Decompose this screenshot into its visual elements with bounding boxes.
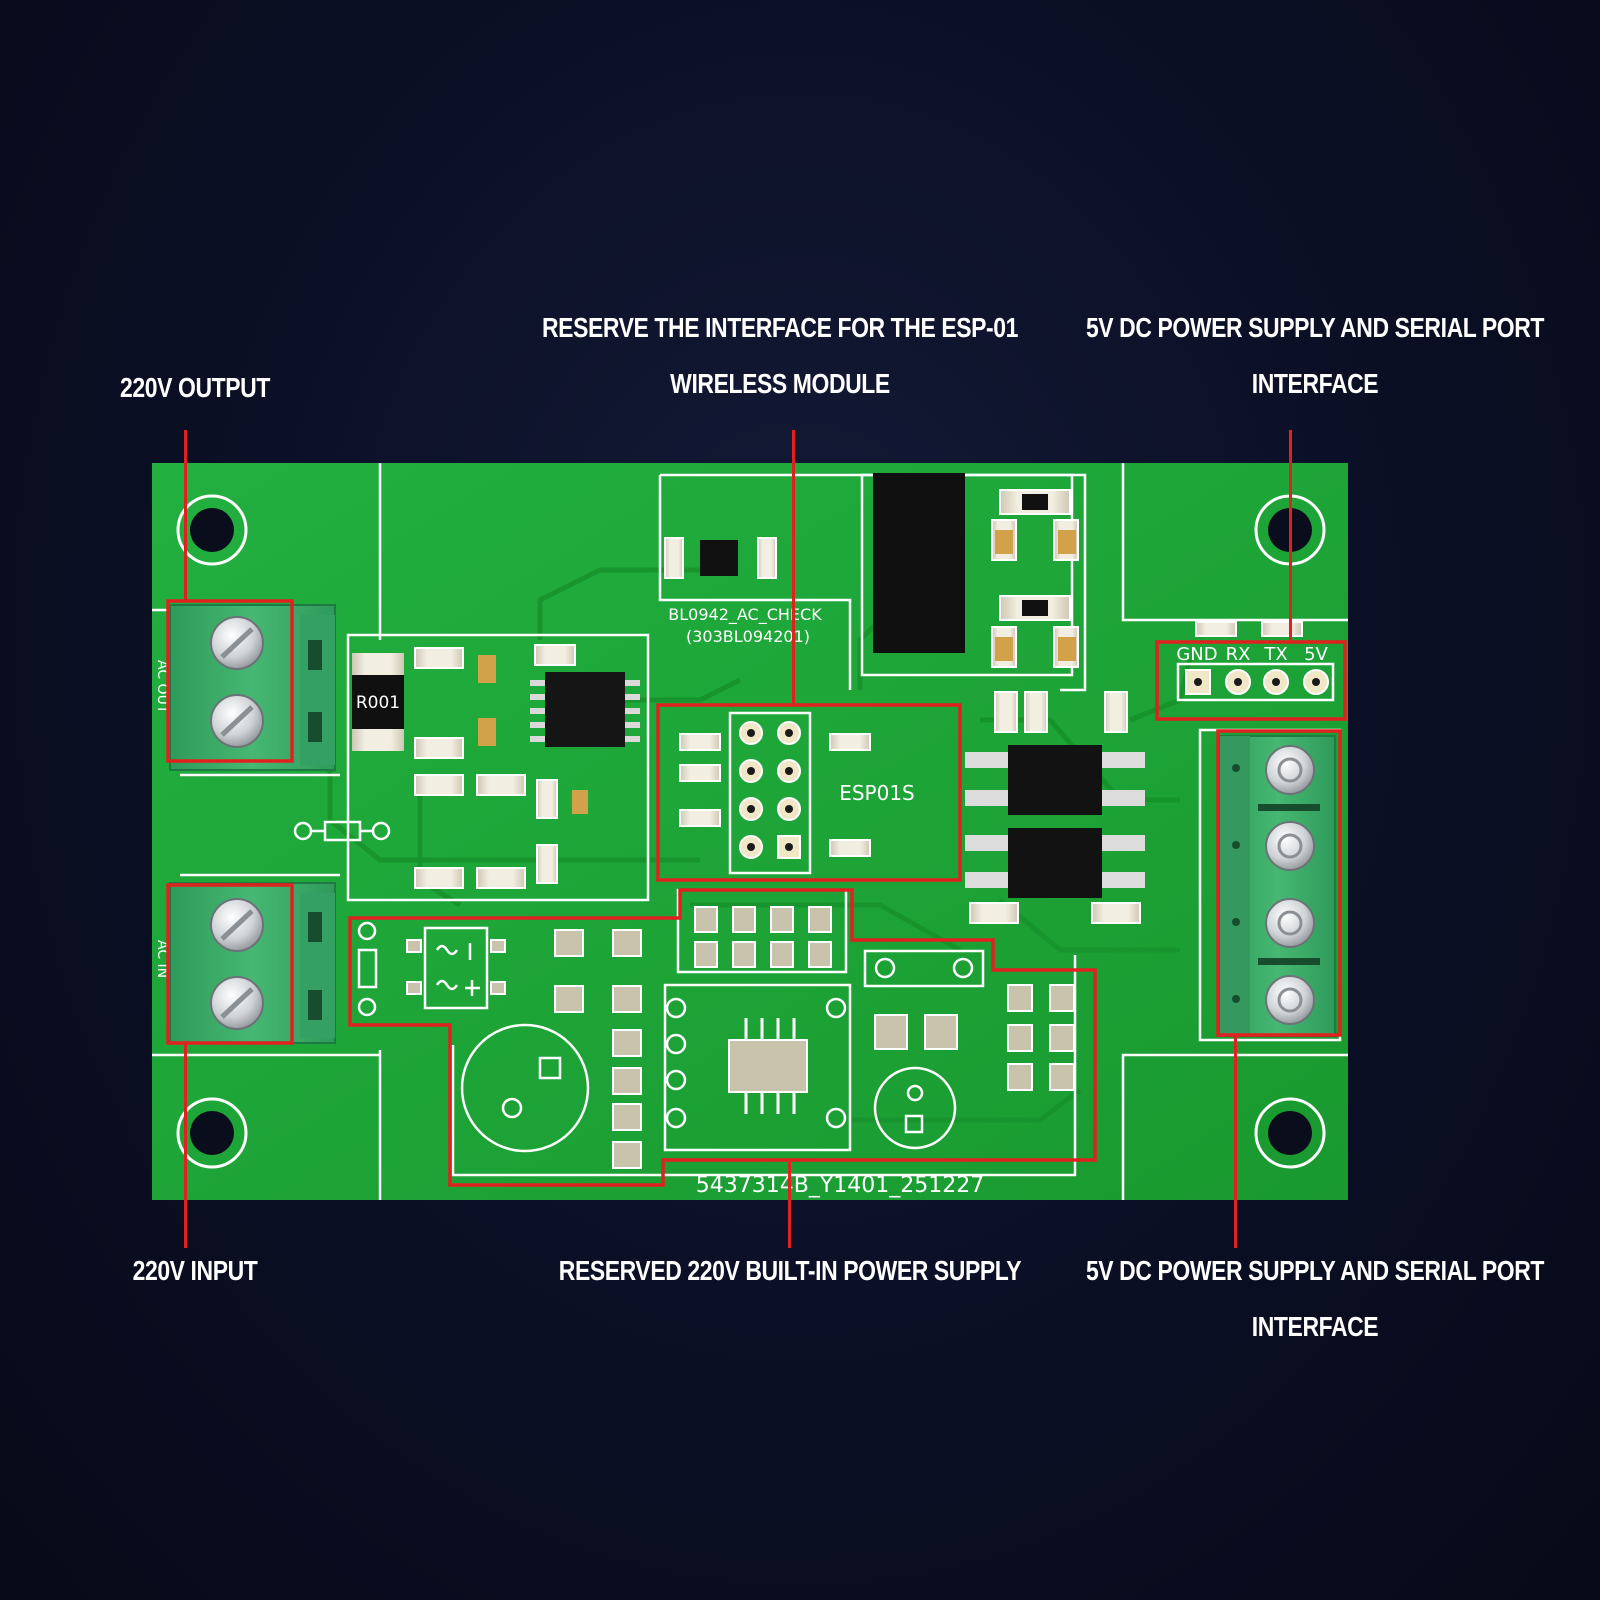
leader-line-esp01: [792, 430, 795, 706]
silkscreen-pin-tx: TX: [1263, 644, 1287, 665]
callout-text-line1: RESERVE THE INTERFACE FOR THE ESP-01: [541, 312, 1019, 343]
leader-line-serial-bottom: [1234, 1035, 1237, 1248]
power-serial-terminal-block: [1219, 735, 1336, 1037]
callout-builtin-power-supply: RESERVED 220V BUILT-IN POWER SUPPLY: [528, 1243, 1053, 1299]
callout-text: RESERVED 220V BUILT-IN POWER SUPPLY: [558, 1255, 1022, 1286]
silkscreen-board-id: 5437314B_Y1401_251227: [696, 1173, 984, 1198]
ac-out-terminal-block: AC OUT: [154, 604, 336, 771]
leader-line-ac-output: [184, 430, 187, 602]
esp01-header: ESP01S: [679, 711, 915, 875]
resistor-footprint: [293, 820, 391, 842]
callout-220v-output: 220V OUTPUT: [113, 360, 277, 416]
screw-icon: [1265, 975, 1315, 1025]
screw-icon: [1265, 745, 1315, 795]
silkscreen-chip-label: BL0942_AC_CHECK: [668, 605, 822, 625]
callout-text: 220V OUTPUT: [120, 372, 270, 403]
callout-text-line1: 5V DC POWER SUPPLY AND SERIAL PORT: [1085, 312, 1545, 343]
callout-text-line2: INTERFACE: [1251, 1311, 1379, 1342]
power-supply-pads: [406, 906, 1075, 1169]
screw-icon: [1265, 898, 1315, 948]
ac-in-terminal-block: AC IN: [154, 882, 336, 1044]
optocouplers: [965, 745, 1145, 898]
highlight-serial-header: [1155, 640, 1347, 721]
callout-serial-port-top: 5V DC POWER SUPPLY AND SERIAL PORT INTER…: [1065, 300, 1565, 412]
callout-esp01-interface: RESERVE THE INTERFACE FOR THE ESP-01 WIR…: [526, 300, 1034, 412]
silkscreen-pin-5v: 5V: [1304, 644, 1328, 665]
highlight-ac-output: [166, 599, 294, 763]
shunt-resistor: R001: [352, 653, 404, 751]
black-component: [873, 473, 965, 653]
callout-text-line2: WIRELESS MODULE: [670, 368, 890, 399]
leader-line-serial-top: [1289, 430, 1292, 643]
highlight-boxes: [166, 599, 1347, 1187]
smd-components: [414, 489, 1303, 924]
bl0942-chip: [530, 672, 640, 747]
silkscreen-pin-rx: RX: [1226, 644, 1251, 665]
highlight-terminal-block: [1216, 729, 1342, 1037]
highlight-ac-input: [166, 883, 294, 1045]
serial-header: GND RX TX 5V: [1176, 644, 1335, 702]
leader-line-power-supply: [788, 1162, 791, 1248]
ic-pin-marks: [744, 1018, 796, 1114]
callout-text-line2: INTERFACE: [1251, 368, 1379, 399]
silkscreen-chip-code: (303BL094201): [686, 627, 810, 646]
silkscreen-esp01s: ESP01S: [839, 781, 915, 805]
silkscreen-ac-in: AC IN: [154, 940, 170, 978]
leader-line-ac-input: [184, 1043, 187, 1248]
silkscreen-pin-gnd: GND: [1176, 644, 1217, 665]
callout-220v-input: 220V INPUT: [113, 1243, 277, 1299]
highlight-power-supply: [348, 888, 1097, 1187]
callout-text: 220V INPUT: [132, 1255, 258, 1286]
silkscreen-ac-out: AC OUT: [154, 660, 170, 714]
screw-icon: [1265, 821, 1315, 871]
highlight-esp01: [656, 703, 962, 882]
callout-serial-port-bottom: 5V DC POWER SUPPLY AND SERIAL PORT INTER…: [1065, 1243, 1565, 1355]
silkscreen-r001: R001: [356, 693, 400, 713]
callout-text-line1: 5V DC POWER SUPPLY AND SERIAL PORT: [1085, 1255, 1545, 1286]
